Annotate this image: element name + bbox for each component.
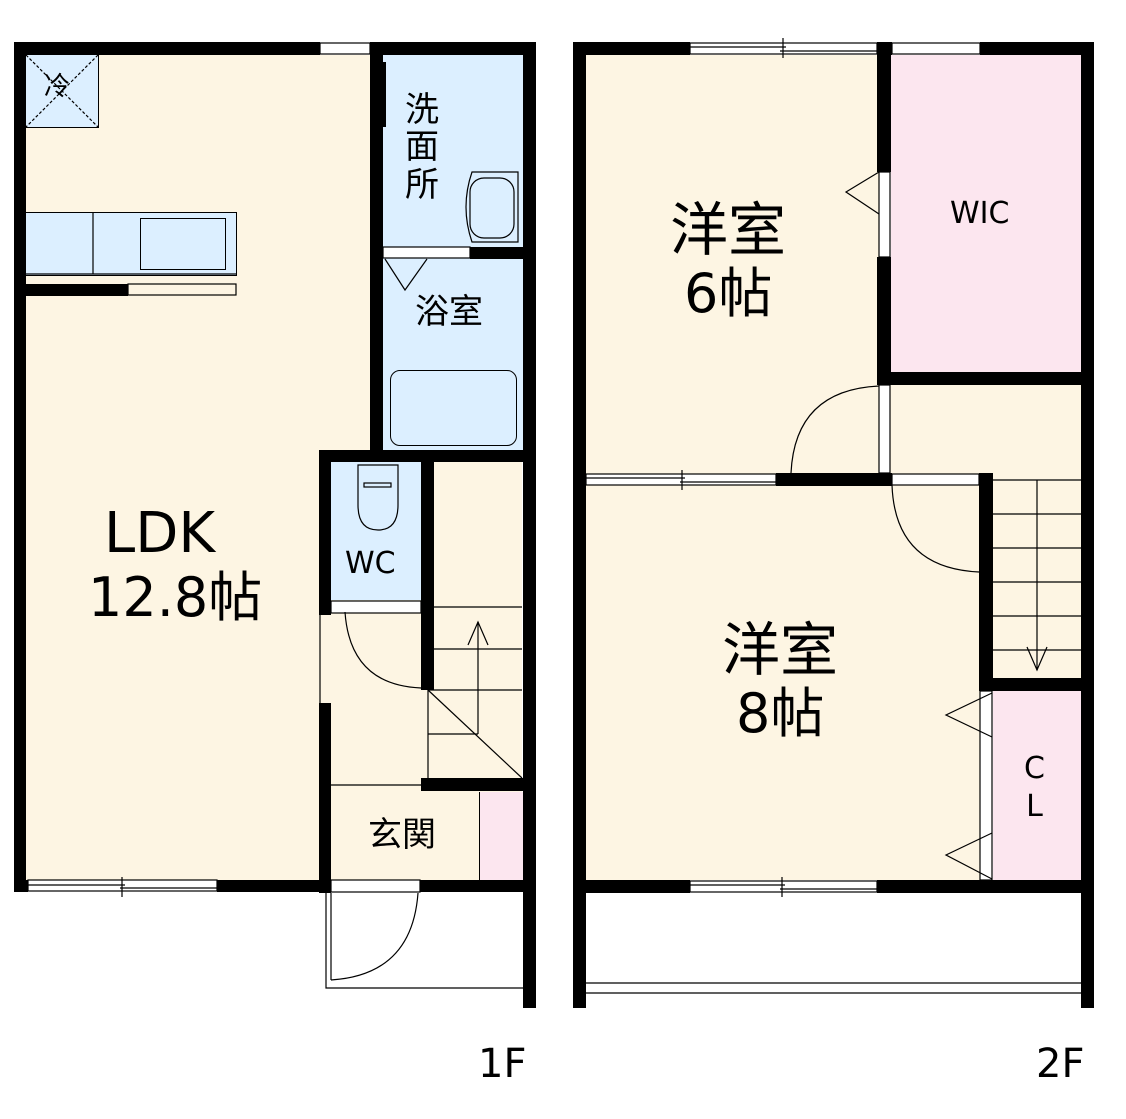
kitchen-sink — [140, 218, 226, 270]
floor-2f-label: 2F — [1036, 1041, 1085, 1087]
ldk-floor — [26, 55, 372, 881]
shoe-storage — [479, 792, 523, 880]
wall — [470, 247, 523, 259]
washroom-floor — [383, 55, 523, 247]
western8-size: 8帖 — [736, 682, 825, 745]
wall — [877, 880, 1094, 893]
toilet-icon — [357, 464, 399, 531]
western6-name: 洋室 — [670, 196, 787, 264]
wall — [26, 284, 128, 296]
ldk-size: 12.8帖 — [88, 566, 263, 629]
bathtub — [390, 370, 517, 446]
ldk-name: LDK — [104, 501, 216, 566]
wall — [421, 778, 536, 791]
bathroom-label: 浴室 — [415, 292, 483, 332]
wall — [420, 880, 536, 892]
closet-floor — [993, 691, 1081, 881]
wall — [421, 450, 434, 690]
entrance-door-swing — [330, 892, 419, 981]
wall — [523, 42, 536, 1008]
wall — [14, 42, 26, 892]
wall — [319, 703, 331, 893]
wic-door-icon — [844, 171, 880, 215]
toilet-floor — [331, 462, 421, 600]
closet-door-icon — [944, 692, 993, 738]
western6-door-swing — [790, 385, 880, 474]
wall — [573, 880, 690, 893]
wc-door-swing — [344, 611, 422, 689]
wall — [979, 473, 993, 690]
wall — [370, 42, 536, 55]
wall — [573, 42, 690, 55]
western8-floor — [586, 485, 992, 880]
western8-name: 洋室 — [722, 616, 839, 684]
wall — [877, 42, 891, 172]
closet-label: C L — [1024, 751, 1045, 824]
wall — [319, 450, 331, 615]
wall — [573, 42, 586, 1008]
wall — [980, 42, 1094, 55]
western6-size: 6帖 — [684, 262, 773, 325]
wic-label: WIC — [950, 196, 1010, 231]
bath-door-icon — [384, 258, 428, 292]
wall — [877, 372, 1094, 385]
wall — [776, 473, 892, 486]
western6-floor — [586, 55, 880, 475]
wall — [979, 678, 1094, 691]
washbasin-icon — [465, 171, 519, 243]
wall — [14, 880, 28, 892]
entrance-label: 玄関 — [368, 815, 436, 855]
washroom-label: 洗 面 所 — [405, 90, 439, 205]
wall — [877, 257, 891, 385]
wall — [370, 42, 383, 455]
toilet-label: WC — [345, 546, 396, 581]
wic-floor — [891, 55, 1081, 373]
wall — [1081, 42, 1094, 1008]
floor-1f-label: 1F — [478, 1041, 527, 1087]
wall — [217, 880, 331, 892]
western8-door-swing — [891, 484, 980, 573]
wall — [14, 42, 320, 55]
